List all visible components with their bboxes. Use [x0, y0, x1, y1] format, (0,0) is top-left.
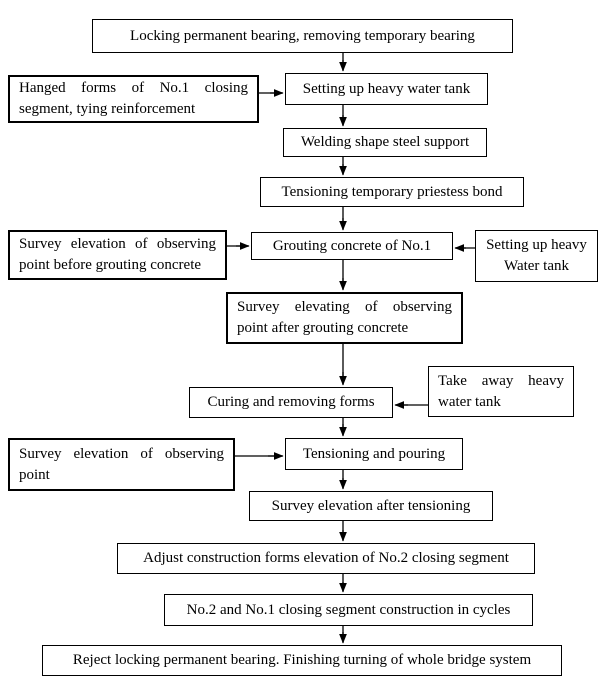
node-text: Locking permanent bearing, removing temp…: [130, 27, 475, 44]
node-text-line1: Take away heavy: [438, 372, 564, 389]
flow-node-reject-locking-bearing: Reject locking permanent bearing. Finish…: [42, 645, 562, 676]
node-text: Welding shape steel support: [300, 134, 470, 150]
node-text-line1: Survey elevation of observing: [19, 236, 216, 252]
node-text: Setting up heavy water tank: [302, 80, 471, 97]
flow-node-tensioning-temporary-bond: Tensioning temporary priestess bond: [260, 177, 524, 207]
node-text-line2: point after grouting concrete: [237, 320, 409, 336]
node-text-line2: Water tank: [503, 258, 569, 274]
flow-node-hanged-forms: Hanged forms of No.1 closing segment, ty…: [8, 75, 259, 123]
flow-node-no2-no1-cycles: No.2 and No.1 closing segment constructi…: [164, 594, 533, 626]
node-text-line1: Setting up heavy: [486, 237, 587, 253]
flow-node-survey-after-tensioning: Survey elevation after tensioning: [249, 491, 493, 521]
flow-node-adjust-forms-no2: Adjust construction forms elevation of N…: [117, 543, 535, 574]
flow-node-setup-heavy-water-tank-2: Setting up heavy Water tank: [475, 230, 598, 282]
node-text-line1: Hanged forms of No.1 closing: [19, 80, 248, 96]
node-text-line2: segment, tying reinforcement: [19, 101, 196, 117]
node-text: Adjust construction forms elevation of N…: [143, 550, 509, 566]
flow-node-curing-removing-forms: Curing and removing forms: [189, 387, 393, 418]
node-text-line2: point: [19, 466, 50, 483]
flow-node-grouting-concrete-no1: Grouting concrete of No.1: [251, 232, 453, 260]
flow-node-welding-steel-support: Welding shape steel support: [283, 128, 487, 157]
node-text: Reject locking permanent bearing. Finish…: [72, 652, 532, 668]
flow-node-survey-observing-point: Survey elevation of observing point: [8, 438, 235, 491]
flow-node-survey-before-grouting: Survey elevation of observing point befo…: [8, 230, 227, 280]
node-text-line1: Survey elevation of observing: [19, 445, 224, 462]
node-text-line2: water tank: [438, 393, 501, 410]
flow-node-setup-heavy-water-tank: Setting up heavy water tank: [285, 73, 488, 105]
node-text: Tensioning temporary priestess bond: [281, 183, 503, 200]
node-text: Grouting concrete of No.1: [272, 237, 432, 254]
node-text-line2: point before grouting concrete: [19, 257, 202, 273]
flow-node-take-away-water-tank: Take away heavy water tank: [428, 366, 574, 417]
flow-node-survey-after-grouting: Survey elevating of observing point afte…: [226, 292, 463, 344]
node-text-line1: Survey elevating of observing: [237, 299, 452, 315]
flow-node-lock-permanent-bearing: Locking permanent bearing, removing temp…: [92, 19, 513, 53]
node-text: Survey elevation after tensioning: [271, 497, 471, 514]
node-text: No.2 and No.1 closing segment constructi…: [186, 601, 511, 618]
node-text: Curing and removing forms: [207, 394, 375, 410]
node-text: Tensioning and pouring: [302, 445, 446, 462]
flow-node-tensioning-and-pouring: Tensioning and pouring: [285, 438, 463, 470]
